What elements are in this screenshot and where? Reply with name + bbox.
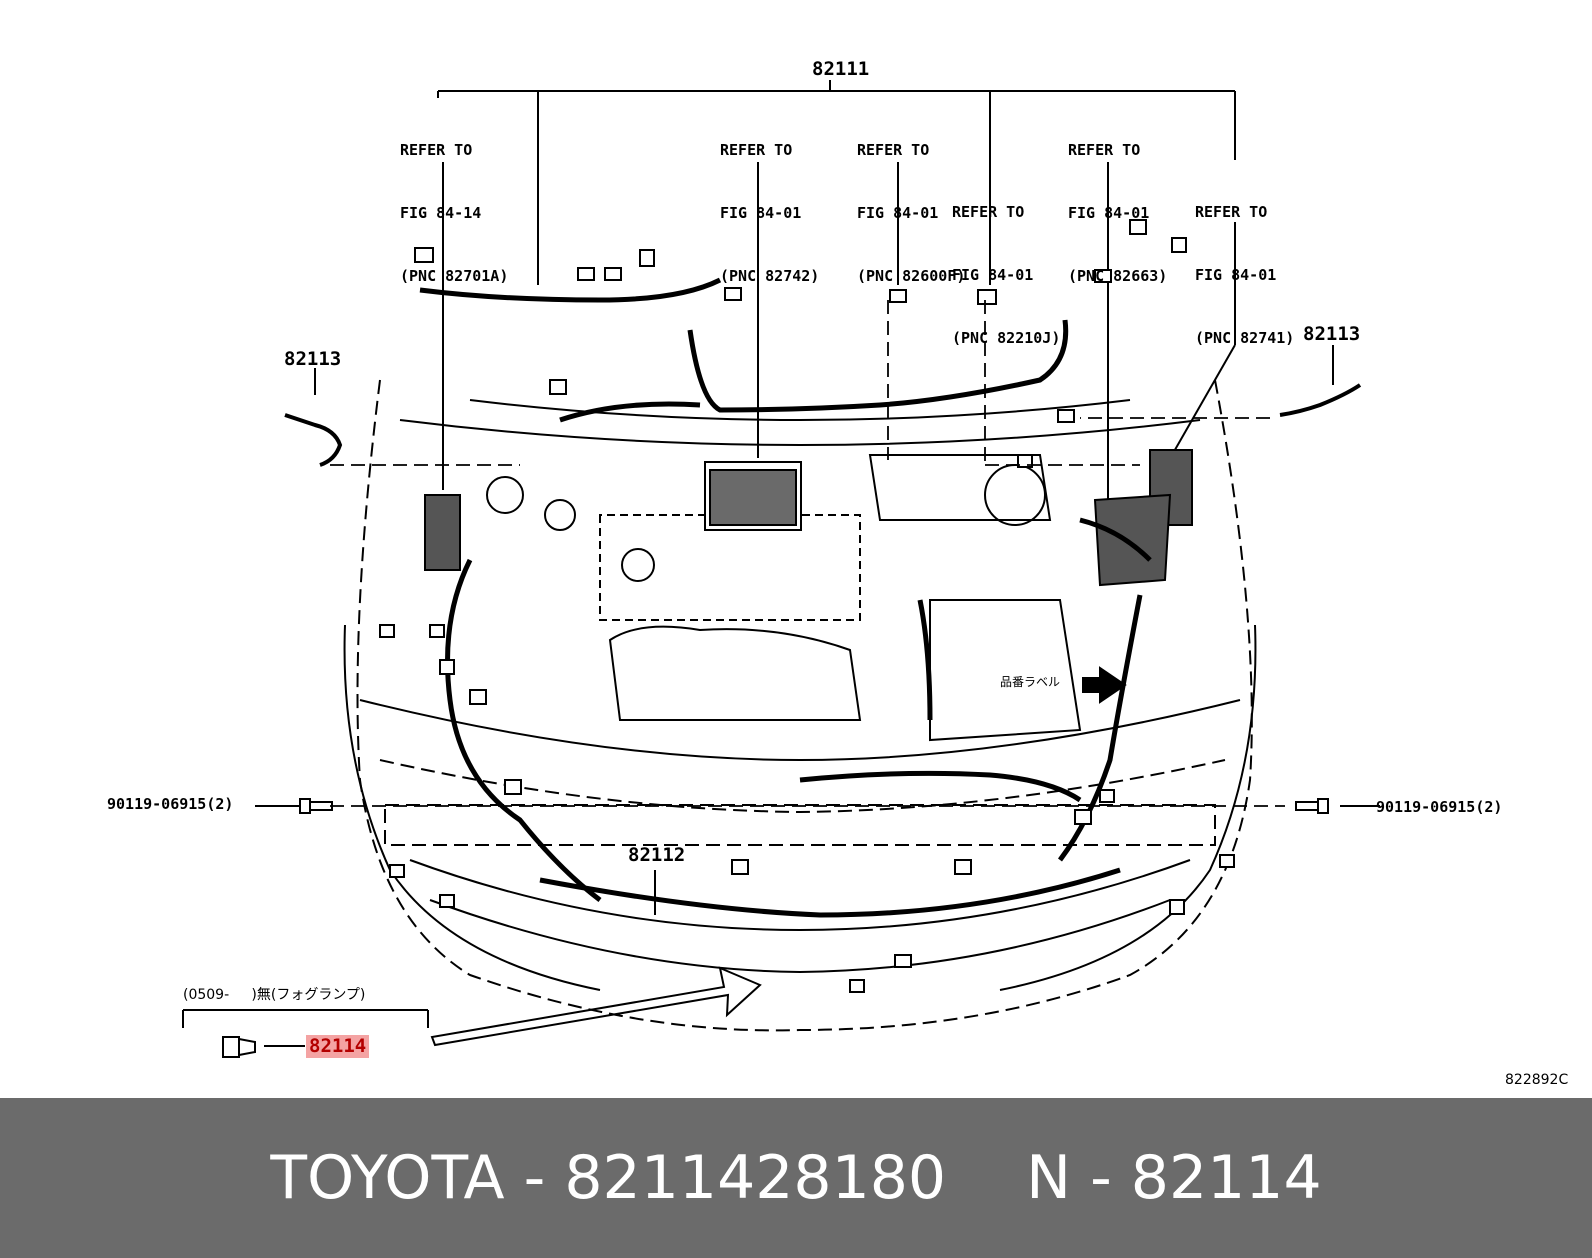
label-arrow-icon [1082,666,1127,704]
refer-pnc: (PNC 82663) [1068,267,1168,285]
engine-components [424,449,1193,742]
label-82113-right: 82113 [1303,323,1361,345]
fog-condition-text: (0509- )無(フォグランプ) [183,987,366,1003]
connectors [379,219,1235,993]
refer-fig: FIG 84-01 [857,204,939,222]
illustration-code: 822892C [1505,1072,1569,1088]
refer-line: REFER TO [1068,141,1141,159]
refer-line: REFER TO [857,141,930,159]
refer-fig: FIG 84-01 [952,266,1034,284]
label-bolt-left: 90119-06915(2) [107,795,234,813]
refer-block-3: REFER TO FIG 84-01 (PNC 82600F) [857,98,965,329]
refer-line: REFER TO [952,203,1025,221]
leader-lines [255,162,1380,1047]
footer-banner: TOYOTA - 8211428180 N - 82114 [0,1098,1592,1258]
refer-fig: FIG 84-01 [720,204,802,222]
refer-block-2: REFER TO FIG 84-01 (PNC 82742) [720,98,819,329]
fog-bracket [182,1009,429,1028]
diagram-drawing [182,80,1380,1058]
bolt-left-icon [299,798,333,814]
label-82112: 82112 [628,844,686,866]
refer-line: REFER TO [1195,203,1268,221]
refer-line: REFER TO [400,141,473,159]
vehicle-body-outline [343,379,1257,1032]
refer-pnc: (PNC 82701A) [400,267,509,285]
refer-pnc: (PNC 82210J) [952,329,1061,347]
dashed-links [330,300,1285,807]
label-part-number-label: 品番ラベル [1000,675,1061,689]
footer-brand-part-number: TOYOTA - 8211428180 [270,1143,947,1213]
label-82114-highlighted[interactable]: 82114 [306,1035,370,1058]
refer-fig: FIG 84-14 [400,204,482,222]
refer-fig: FIG 84-01 [1195,266,1277,284]
pointer-arrow [430,966,762,1047]
side-harness-82113 [284,383,1362,467]
refer-line: REFER TO [720,141,793,159]
refer-fig: FIG 84-01 [1068,204,1150,222]
harness-wires [419,277,1152,918]
refer-pnc: (PNC 82741) [1195,329,1295,347]
bolt-right-icon [1295,798,1329,814]
refer-pnc: (PNC 82742) [720,267,820,285]
label-bolt-right: 90119-06915(2) [1376,798,1503,816]
footer-pnc: N - 82114 [1026,1143,1322,1213]
refer-pnc: (PNC 82600F) [857,267,966,285]
refer-block-5: REFER TO FIG 84-01 (PNC 82663) [1068,98,1167,329]
label-82111: 82111 [812,58,870,80]
fog-connector-icon [222,1036,256,1058]
wiring-diagram: 82111 REFER TO FIG 84-14 (PNC 82701A) RE… [107,58,1569,1088]
refer-block-4: REFER TO FIG 84-01 (PNC 82210J) [952,160,1060,391]
refer-block-1: REFER TO FIG 84-14 (PNC 82701A) [400,98,508,329]
refer-block-6: REFER TO FIG 84-01 (PNC 82741) [1195,160,1294,391]
label-82113-left: 82113 [284,348,342,370]
